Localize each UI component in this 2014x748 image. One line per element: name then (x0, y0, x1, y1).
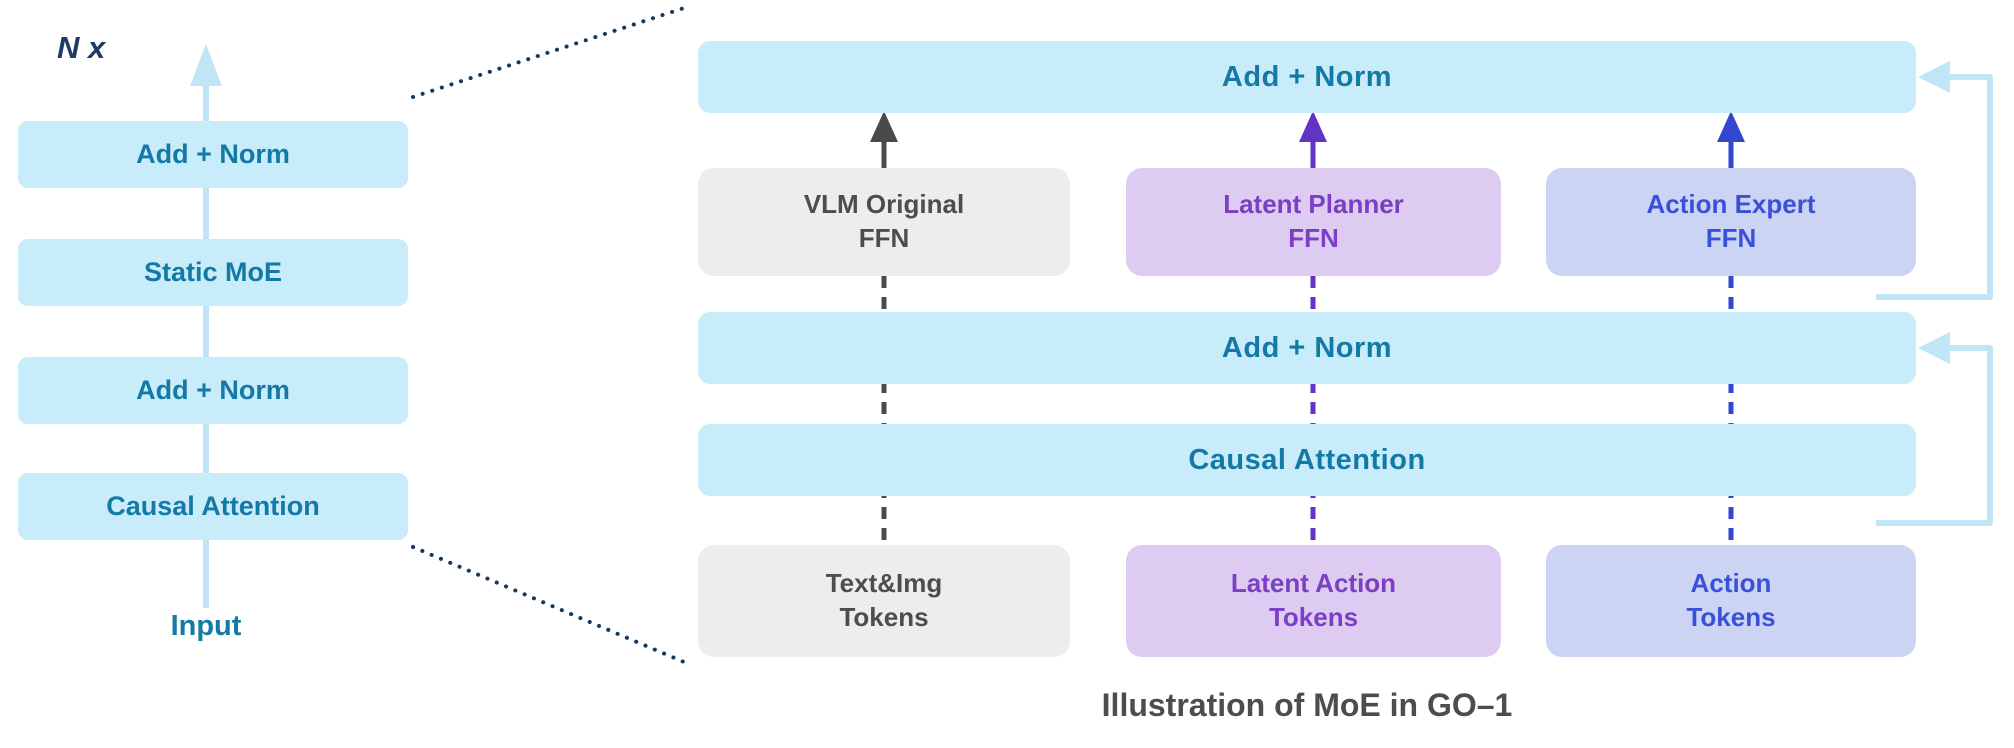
action-expert-ffn-line2: FFN (1705, 223, 1757, 253)
latent-planner-up-arrow-icon (1299, 111, 1327, 170)
expansion-dotted-line-bottom-icon (411, 545, 686, 664)
left-block-add-norm-top: Add + Norm (18, 121, 408, 188)
left-block-add-norm-bottom: Add + Norm (18, 357, 408, 424)
action-tokens-line2: Tokens (1686, 602, 1776, 632)
latent-planner-ffn-line2: FFN (1288, 223, 1339, 253)
latent-planner-ffn-box: Latent Planner FFN (1126, 168, 1501, 276)
causal-attention-bar: Causal Attention (698, 424, 1916, 496)
latent-action-tokens-box: Latent Action Tokens (1126, 545, 1501, 657)
action-tokens-line1: Action (1690, 568, 1772, 599)
action-expert-ffn-box: Action Expert FFN (1546, 168, 1916, 276)
action-tokens-box: Action Tokens (1546, 545, 1916, 657)
text-img-tokens-line1: Text&Img (825, 568, 943, 599)
middle-add-norm-bar: Add + Norm (698, 312, 1916, 384)
top-add-norm-bar: Add + Norm (698, 41, 1916, 113)
left-block-static-moe: Static MoE (18, 239, 408, 306)
left-block-causal-attention: Causal Attention (18, 473, 408, 540)
vlm-ffn-line1: VLM Original (803, 189, 965, 220)
latent-planner-ffn-line1: Latent Planner (1223, 189, 1404, 220)
repeat-count-label: N x (57, 30, 106, 65)
text-img-tokens-box: Text&Img Tokens (698, 545, 1070, 657)
expansion-dotted-line-top-icon (411, 6, 686, 99)
latent-action-tokens-line1: Latent Action (1230, 568, 1397, 599)
vlm-ffn-line2: FFN (858, 223, 910, 253)
vlm-ffn-up-arrow-icon (870, 111, 898, 170)
text-img-tokens-line2: Tokens (839, 602, 929, 632)
residual-connection-top-icon (1876, 61, 1993, 300)
vlm-original-ffn-box: VLM Original FFN (698, 168, 1070, 276)
action-expert-up-arrow-icon (1717, 111, 1745, 170)
latent-action-tokens-line2: Tokens (1268, 602, 1359, 632)
input-label: Input (170, 610, 242, 642)
figure-caption: Illustration of MoE in GO–1 (1101, 687, 1513, 723)
residual-connection-middle-icon (1876, 332, 1993, 526)
action-expert-ffn-line1: Action Expert (1646, 189, 1816, 220)
